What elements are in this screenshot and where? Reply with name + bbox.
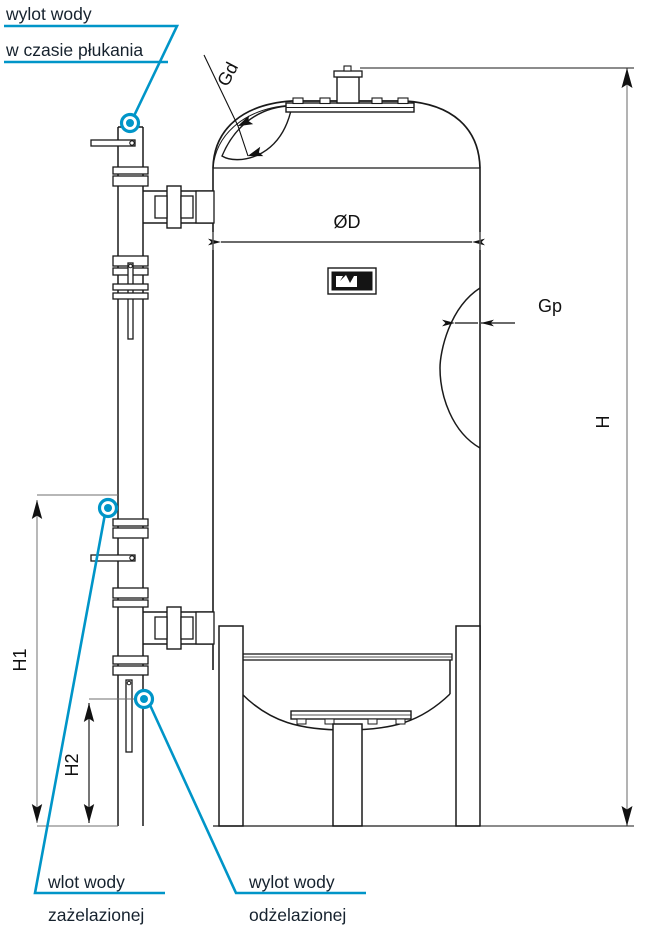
manufacturer-nameplate [327, 267, 377, 295]
support-leg-left [218, 625, 244, 827]
vessel-upper-nozzle [195, 190, 215, 224]
callout-1-marker-dot [126, 119, 134, 127]
h-arrow-top [621, 68, 633, 88]
callout-2-line-1: wlot wody [47, 872, 125, 892]
dimension-H1: H1 [10, 494, 118, 827]
callout-3-leader [148, 704, 246, 895]
callout-wlot-zazelazionej: wlot wody zażelazionej [33, 497, 165, 925]
top-valve-handle [90, 139, 136, 147]
lower-stem-valve [125, 679, 133, 753]
support-leg-right [455, 625, 481, 827]
callout-3-line-2: odżelazionej [249, 905, 346, 925]
dimension-OD: ØD [208, 212, 485, 250]
dimension-label-Gp: Gp [538, 296, 562, 316]
h-arrow-bottom [621, 806, 633, 826]
callout-1-leader [131, 24, 180, 119]
top-vent-valve [333, 65, 363, 104]
riser-flange-4 [112, 587, 149, 608]
dimension-label-H1: H1 [10, 648, 30, 671]
h1-arrow-bottom [31, 804, 43, 823]
dimension-label-H2: H2 [62, 753, 82, 776]
dimension-label-OD: ØD [334, 212, 361, 232]
dimension-H: H [360, 67, 634, 827]
bottom-drain-flange [290, 710, 412, 725]
gd-arrow-lower [237, 125, 264, 157]
riser-cross-valve [112, 262, 149, 340]
h1-arrow-top [31, 500, 43, 519]
callout-2-marker-dot [104, 504, 112, 512]
dimension-Gp: Gp [442, 296, 562, 327]
callout-3-marker-dot [140, 695, 148, 703]
riser-flange-3 [112, 518, 149, 539]
center-support-leg [332, 723, 363, 827]
h2-arrow-bottom [83, 804, 95, 823]
callout-wylot-plukanie: wylot wody w czasie płukania [4, 4, 180, 134]
lower-branch-valve [154, 606, 194, 650]
h2-arrow-top [83, 703, 95, 722]
gd-leader-line [203, 54, 254, 127]
dimension-H2: H2 [62, 698, 140, 823]
callout-1-line-1: wylot wody [5, 4, 92, 24]
callout-2-line-2: zażelazionej [48, 905, 144, 925]
callout-2-leader [33, 513, 107, 895]
upper-branch-valve [154, 185, 194, 229]
vessel-internal-plate [239, 653, 453, 661]
vessel-lower-nozzle [195, 611, 215, 645]
riser-flange-5 [112, 655, 149, 676]
callout-3-line-1: wylot wody [248, 872, 335, 892]
mid-valve-handle [90, 554, 136, 562]
callout-wylot-odzelazionej: wylot wody odżelazionej [133, 688, 366, 925]
dimension-label-H: H [593, 416, 613, 429]
riser-flange-1 [112, 166, 149, 187]
callout-1-line-2: w czasie płukania [5, 40, 143, 60]
side-manhole [439, 287, 481, 449]
